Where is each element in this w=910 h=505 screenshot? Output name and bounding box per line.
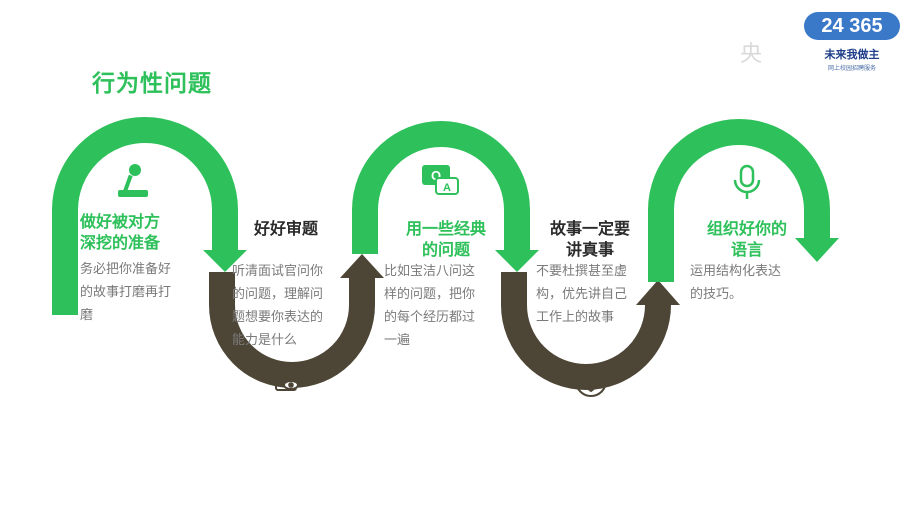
step-5-desc: 运用结构化表达 的技巧。 (690, 260, 781, 306)
shield-bolt-icon (575, 365, 607, 397)
qa-chat-icon: Q A (422, 165, 459, 195)
valley-1 (209, 272, 375, 388)
step-4-desc: 不要杜撰甚至虚 构，优先讲自己 工作上的故事 (536, 260, 627, 329)
step-1-desc-line: 的故事打磨再打 (80, 285, 172, 300)
joystick-icon (118, 164, 148, 197)
step-5-title-line1: 组织好你的 (706, 219, 787, 238)
valley-2 (501, 272, 671, 390)
step-1-title: 做好被对方 深挖的准备 (80, 211, 160, 253)
step-2-desc-line: 的问题，理解问 (232, 287, 324, 302)
step-3-desc-line: 的每个经历都过 (384, 310, 476, 325)
arch-1 (52, 117, 238, 315)
step-1-desc: 务必把你准备好 的故事打磨再打 磨 (80, 258, 171, 327)
step-1-desc-line: 磨 (80, 308, 94, 323)
step-2-title: 好好审题 (254, 218, 318, 239)
step-2-desc-line: 听清面试官问你 (232, 264, 324, 279)
arch-2 (352, 121, 530, 255)
step-5-title: 组织好你的 语言 (697, 218, 797, 260)
step-1-title-line1: 做好被对方 (80, 212, 161, 231)
step-1-desc-line: 务必把你准备好 (80, 262, 172, 277)
document-eye-icon (275, 363, 299, 391)
svg-text:A: A (443, 182, 451, 194)
step-3-desc: 比如宝洁八问这 样的问题，把你 的每个经历都过 一遍 (384, 260, 475, 352)
step-4-title-line1: 故事一定要 (549, 219, 630, 238)
step-4-desc-line: 不要杜撰甚至虚 (536, 264, 628, 279)
step-2-title-line1: 好好审题 (254, 219, 319, 238)
step-3-title-line2: 的问题 (421, 240, 470, 259)
step-3-desc-line: 比如宝洁八问这 (384, 264, 476, 279)
page-title: 行为性问题 (92, 71, 212, 97)
step-4-desc-line: 构，优先讲自己 (536, 287, 628, 302)
step-2-desc-line: 能力是什么 (232, 333, 298, 348)
arrow-down-2 (495, 250, 539, 272)
logo-subtitle: 未来我做主 (824, 48, 880, 61)
step-5-desc-line: 的技巧。 (690, 287, 743, 302)
step-3-title: 用一些经典 的问题 (396, 218, 496, 260)
step-4-title: 故事一定要 讲真事 (540, 218, 640, 260)
brand-logo: 24 365 未来我做主 网上校园招聘服务 (802, 6, 902, 78)
arrow-up-2 (636, 280, 680, 305)
step-4-desc-line: 工作上的故事 (536, 310, 615, 325)
arch-3 (648, 119, 830, 282)
step-5-desc-line: 运用结构化表达 (690, 264, 782, 279)
watermark: 央 (740, 42, 763, 67)
svg-text:Q: Q (431, 168, 441, 183)
step-3-desc-line: 样的问题，把你 (384, 287, 476, 302)
logo-tagline: 网上校园招聘服务 (827, 65, 876, 72)
step-3-desc-line: 一遍 (384, 333, 411, 348)
arrow-down-1 (203, 250, 247, 272)
step-2-desc-line: 题想要你表达的 (232, 310, 324, 325)
step-1-title-line2: 深挖的准备 (80, 233, 161, 252)
step-3-title-line1: 用一些经典 (405, 219, 486, 238)
microphone-icon (733, 164, 761, 199)
step-4-title-line2: 讲真事 (565, 240, 614, 259)
arrow-up-1 (340, 254, 384, 278)
arrow-down-3 (795, 238, 839, 262)
step-5-title-line2: 语言 (730, 240, 763, 259)
logo-number: 24 365 (804, 12, 900, 40)
step-2-desc: 听清面试官问你 的问题，理解问 题想要你表达的 能力是什么 (232, 260, 323, 352)
